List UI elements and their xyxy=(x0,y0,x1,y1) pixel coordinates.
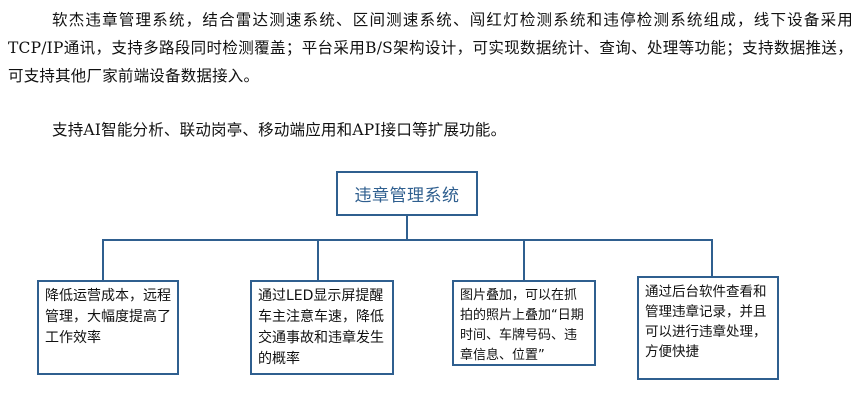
intro-paragraph-1: 软杰违章管理系统，结合雷达测速系统、区间测速系统、闯红灯检测系统和违停检测系统组… xyxy=(8,11,853,85)
branch-node-4: 通过后台软件查看和管理违章记录，并且可以进行违章处理，方便快捷 xyxy=(637,276,779,380)
intro-paragraph-2: 支持AI智能分析、联动岗亭、移动端应用和API接口等扩展功能。 xyxy=(52,121,507,139)
branch-node-2: 通过LED显示屏提醒车主注意车速，降低交通事故和违章发生的概率 xyxy=(250,280,394,375)
branch-node-3: 图片叠加，可以在抓拍的照片上叠加“日期时间、车牌号码、违章信息、位置” xyxy=(452,280,596,366)
branch-node-1: 降低运营成本，远程管理，大幅度提高了工作效率 xyxy=(37,280,179,375)
root-node: 违章管理系统 xyxy=(336,171,478,216)
